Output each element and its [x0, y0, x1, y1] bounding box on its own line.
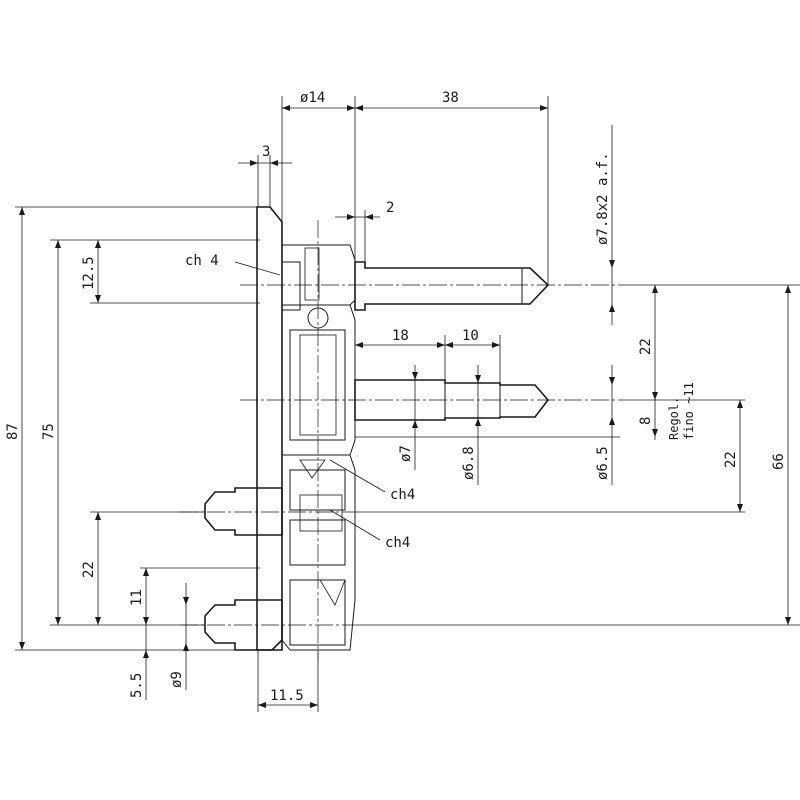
- dim-d7: ø7: [398, 445, 414, 462]
- wall-plate: [256, 206, 283, 651]
- dim-d87: 87: [5, 423, 21, 440]
- lower-bore-3: [289, 579, 346, 646]
- dim-d75: 75: [41, 423, 57, 440]
- dim-d66: 66: [771, 453, 787, 470]
- dim-d38: 38: [442, 90, 459, 106]
- dim-d5-5: 5.5: [129, 673, 145, 698]
- dim-d22-right-top: 22: [638, 338, 654, 355]
- dim-d12-5: 12.5: [81, 256, 97, 290]
- lower-notch: [319, 579, 346, 606]
- upper-knuckle-section: [281, 244, 356, 306]
- upper-pin: [354, 261, 550, 311]
- extension-lines: [15, 96, 800, 712]
- dim-d14: ø14: [300, 90, 325, 106]
- label-ch4-top: ch 4: [185, 253, 219, 269]
- dim-d10: 10: [462, 328, 479, 344]
- label-regol-1: Regol.: [667, 397, 681, 440]
- dim-d11-5: 11.5: [270, 688, 304, 704]
- dim-d3: 3: [262, 144, 270, 160]
- dim-d9: ø9: [169, 671, 185, 688]
- upper-pin-left: [281, 261, 301, 311]
- dim-d11: 11: [129, 589, 145, 606]
- knuckle-bore: [289, 329, 346, 441]
- label-regol-2: fino ~11: [682, 382, 696, 440]
- hinge-body: [256, 206, 356, 651]
- lower-knuckle-section: [281, 454, 356, 651]
- dim-d6-8: ø6.8: [461, 446, 477, 480]
- dim-d8: 8: [638, 417, 654, 425]
- lower-bore-2: [289, 519, 346, 566]
- dim-d7-8: ø7.8x2 a.f.: [595, 152, 611, 245]
- label-ch4-low: ch4: [385, 535, 410, 551]
- dim-d18: 18: [392, 328, 409, 344]
- dim-d22-left: 22: [81, 561, 97, 578]
- dimension-text: ø14 38 3 2 18 10 87 75 12.5 22 11 5.5 ø9…: [5, 90, 787, 704]
- lower-bore-1: [289, 469, 346, 511]
- dim-d2: 2: [386, 200, 394, 216]
- dim-d6-5: ø6.5: [595, 446, 611, 480]
- dimension-lines: [19, 105, 791, 708]
- label-ch4-mid: ch4: [390, 487, 415, 503]
- center-lines: [180, 220, 620, 660]
- dim-d22-right-mid: 22: [723, 451, 739, 468]
- left-pin-upper: [204, 487, 283, 536]
- mid-notch: [299, 459, 326, 479]
